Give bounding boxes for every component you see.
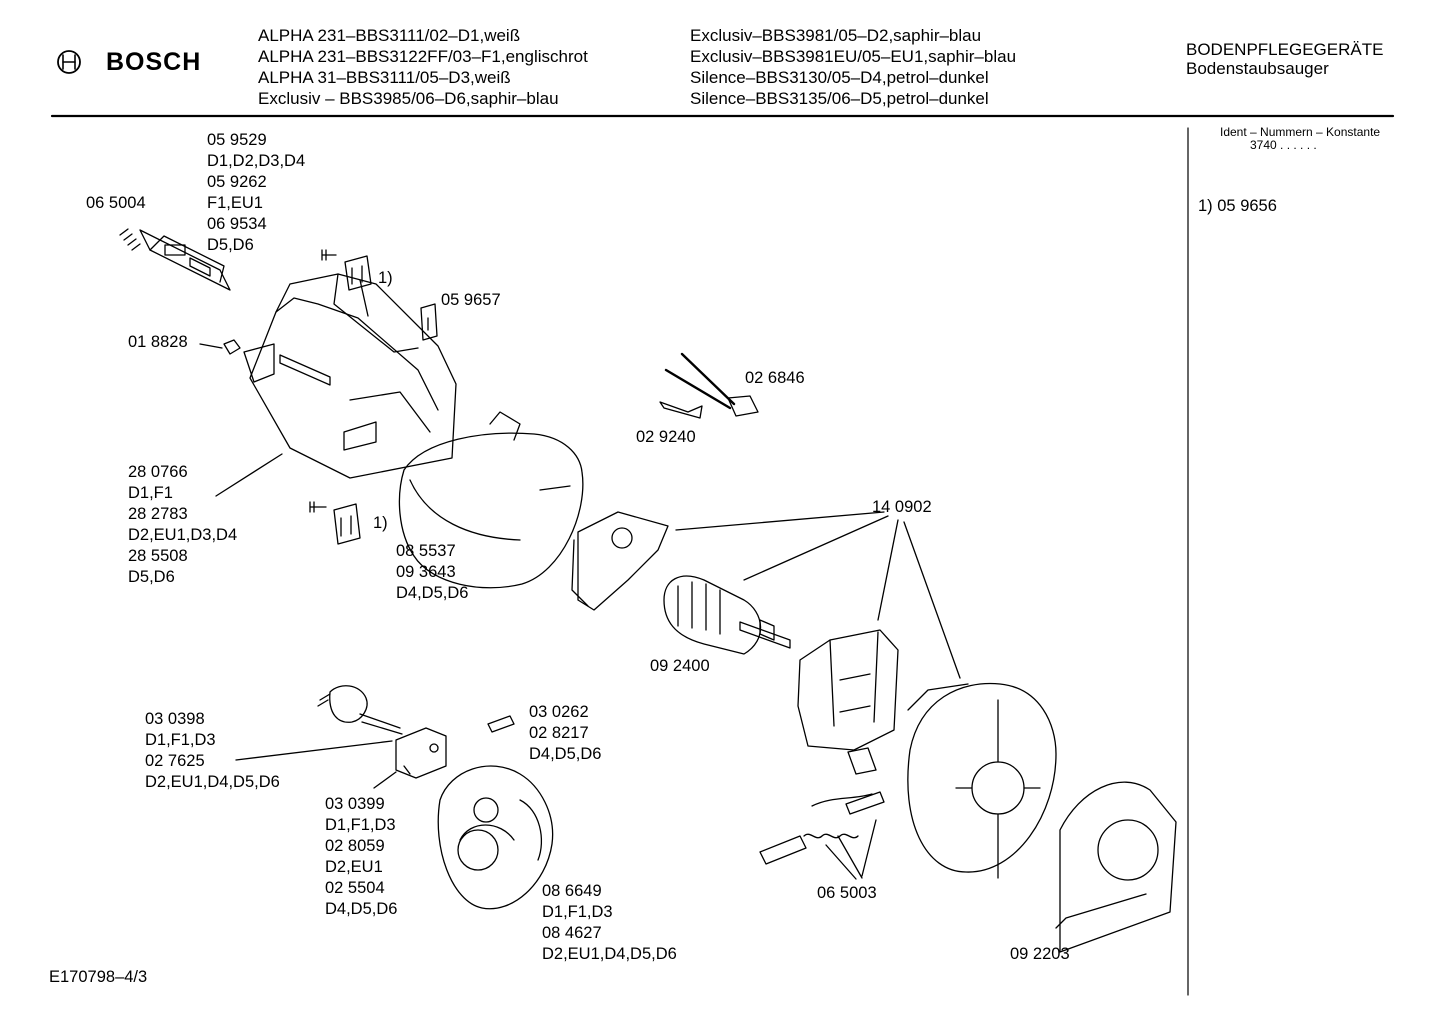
label-motor-set: 14 0902 — [872, 498, 932, 516]
part-number: 28 5508 — [128, 547, 188, 565]
part-number: 03 0398 — [145, 710, 205, 728]
label-switch: 06 5004 — [86, 194, 146, 212]
part-number: 03 0262 — [529, 703, 589, 721]
part-variant: D2,EU1 — [325, 858, 383, 876]
terminal-block-icon — [395, 727, 447, 779]
plate-part-icon — [420, 303, 438, 341]
part-variant: D1,F1 — [128, 484, 173, 502]
part-number: 03 0399 — [325, 795, 385, 813]
models-right: Exclusiv–BBS3981/05–D2,saphir–blau Exclu… — [690, 25, 1016, 109]
model-line: Silence–BBS3135/06–D5,petrol–dunkel — [690, 89, 989, 108]
brush-holder-icon — [664, 352, 759, 417]
fan-housing-disc-icon — [907, 682, 1057, 879]
footnote: 1) 05 9656 — [1198, 197, 1277, 215]
part-number: 06 9534 — [207, 215, 267, 233]
label-clip-a: 1) — [378, 269, 393, 287]
part-variant: D5,D6 — [207, 236, 254, 254]
part-number: 28 2783 — [128, 505, 188, 523]
part-number: 09 3643 — [396, 563, 456, 581]
label-fan-housing: 09 2203 — [1010, 945, 1070, 963]
motor-set-leaders — [675, 511, 961, 679]
part-number: 02 8059 — [325, 837, 385, 855]
switch-part-icon — [119, 228, 231, 291]
model-line: Exclusiv–BBS3981EU/05–EU1,saphir–blau — [690, 47, 1017, 66]
part-number: 08 6649 — [542, 882, 602, 900]
label-nut: 01 8828 — [128, 333, 188, 351]
motor-bracket-icon — [571, 511, 669, 611]
part-number: 08 4627 — [542, 924, 602, 942]
part-variant: D4,D5,D6 — [529, 745, 602, 763]
housing-leader — [215, 453, 283, 497]
part-number: 05 9262 — [207, 173, 267, 191]
part-variant: D2,EU1,D4,D5,D6 — [145, 773, 280, 791]
label-cover-top: 05 9529 D1,D2,D3,D4 05 9262 F1,EU1 06 95… — [207, 130, 305, 256]
part-variant: D1,F1,D3 — [145, 731, 216, 749]
part-variant: D1,F1,D3 — [325, 816, 396, 834]
fan-cover-icon — [1055, 781, 1177, 953]
label-plate: 05 9657 — [441, 291, 501, 309]
filter-sleeve-icon — [398, 411, 584, 589]
model-line: ALPHA 231–BBS3111/02–D1,weiß — [258, 26, 521, 45]
model-line: ALPHA 31–BBS3111/05–D3,weiß — [258, 68, 511, 87]
models-left: ALPHA 231–BBS3111/02–D1,weiß ALPHA 231–B… — [258, 25, 588, 109]
category-block: BODENPFLEGEGERÄTE Bodenstaubsauger — [1186, 39, 1383, 79]
model-line: Exclusiv–BBS3981/05–D2,saphir–blau — [690, 26, 982, 45]
label-brush-holder: 02 6846 — [745, 369, 805, 387]
armature-icon — [663, 575, 791, 655]
screw-clip-top-icon — [321, 249, 372, 291]
carbon-leaders — [825, 819, 877, 880]
nut-leader — [199, 343, 223, 349]
nut-part-icon — [223, 339, 241, 355]
part-number: 08 5537 — [396, 542, 456, 560]
part-variant: D2,EU1,D3,D4 — [128, 526, 238, 544]
part-variant: D4,D5,D6 — [396, 584, 469, 602]
cover-housing-icon — [243, 273, 457, 479]
part-number: 28 0766 — [128, 463, 188, 481]
category-title: BODENPFLEGEGERÄTE — [1186, 40, 1384, 59]
fuse-icon — [487, 715, 515, 733]
stator-icon — [797, 629, 899, 751]
label-clip-b: 1) — [373, 514, 388, 532]
bosch-logo-icon — [57, 50, 81, 74]
power-plug-icon — [317, 685, 403, 735]
cable-leader — [373, 771, 397, 789]
label-plug: 03 0398 D1,F1,D3 02 7625 D2,EU1,D4,D5,D6 — [145, 709, 280, 793]
label-filter: 08 5537 09 3643 D4,D5,D6 — [396, 541, 468, 604]
screw-clip-bottom-icon — [309, 501, 361, 545]
shim-plate-icon — [847, 747, 877, 775]
part-variant: D1,D2,D3,D4 — [207, 152, 306, 170]
model-line: ALPHA 231–BBS3122FF/03–F1,englischrot — [258, 47, 588, 66]
ident-title: Ident – Nummern – Konstante — [1220, 125, 1381, 139]
part-variant: D4,D5,D6 — [325, 900, 398, 918]
category-subtitle: Bodenstaubsauger — [1186, 59, 1329, 78]
part-variant: D2,EU1,D4,D5,D6 — [542, 945, 677, 963]
brand-name: BOSCH — [106, 48, 202, 76]
drawing-id: E170798–4/3 — [49, 968, 148, 986]
label-cable: 03 0399 D1,F1,D3 02 8059 D2,EU1 02 5504 … — [325, 794, 397, 920]
part-number: 02 8217 — [529, 724, 589, 742]
label-housing: 28 0766 D1,F1 28 2783 D2,EU1,D3,D4 28 55… — [128, 462, 237, 588]
carbon-brush-icon — [759, 791, 885, 865]
spring-clip-icon — [659, 401, 703, 419]
label-fuse: 03 0262 02 8217 D4,D5,D6 — [529, 702, 601, 765]
model-line: Exclusiv – BBS3985/06–D6,saphir–blau — [258, 89, 559, 108]
plug-leader — [235, 740, 393, 761]
part-variant: D5,D6 — [128, 568, 175, 586]
part-variant: D1,F1,D3 — [542, 903, 613, 921]
part-number: 02 5504 — [325, 879, 385, 897]
model-line: Silence–BBS3130/05–D4,petrol–dunkel — [690, 68, 989, 87]
ident-value: 3740 . . . . . . — [1250, 138, 1317, 152]
label-carbon: 06 5003 — [817, 884, 877, 902]
part-number: 02 7625 — [145, 752, 205, 770]
cable-reel-icon — [437, 765, 554, 910]
part-number: 05 9529 — [207, 131, 267, 149]
part-variant: F1,EU1 — [207, 194, 263, 212]
label-reel: 08 6649 D1,F1,D3 08 4627 D2,EU1,D4,D5,D6 — [542, 881, 677, 965]
label-spring-clip: 02 9240 — [636, 428, 696, 446]
label-armature: 09 2400 — [650, 657, 710, 675]
